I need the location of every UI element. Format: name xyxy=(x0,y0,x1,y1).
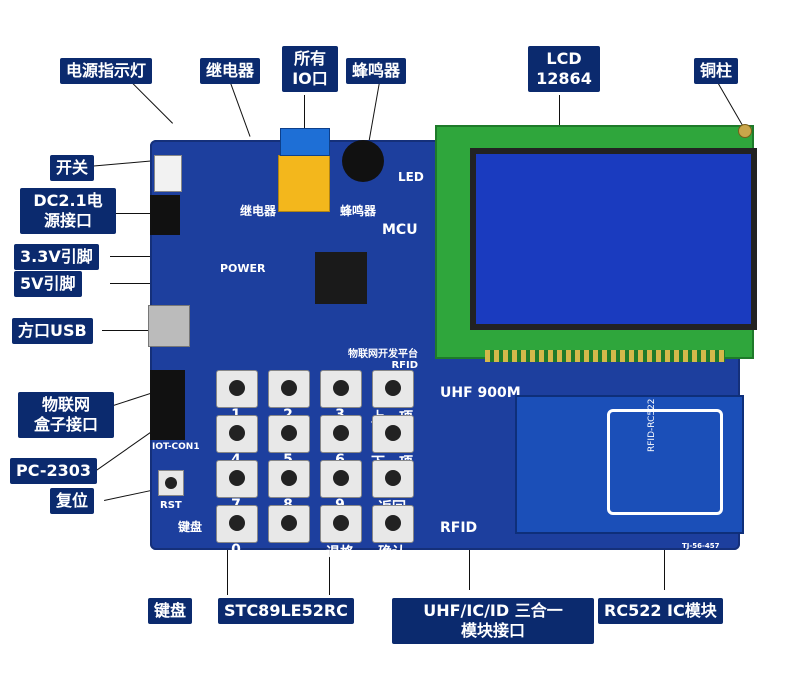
led-silkscreen: LED xyxy=(398,170,424,184)
power-silkscreen: POWER xyxy=(220,262,266,275)
buzzer-silkscreen: 蜂鸣器 xyxy=(340,204,377,218)
leader-line xyxy=(110,256,155,257)
iot-con-silkscreen: IOT-CON1 xyxy=(152,442,200,452)
callout-usb: 方口USB xyxy=(12,318,93,344)
key-button-cap xyxy=(281,515,297,531)
callout-reset: 复位 xyxy=(50,488,95,514)
keypad-key[interactable] xyxy=(268,415,310,453)
callout-relay: 继电器 xyxy=(200,58,261,84)
keypad-key[interactable] xyxy=(372,415,414,453)
key-button-cap xyxy=(385,470,401,486)
keypad-key[interactable] xyxy=(268,460,310,498)
keypad-key-label: . xyxy=(285,542,291,558)
leader-line xyxy=(110,213,155,214)
leader-line xyxy=(88,159,158,167)
iot-connector xyxy=(150,370,185,440)
callout-3v3-pin: 3.3V引脚 xyxy=(14,244,99,270)
rfid-antenna-icon xyxy=(607,409,723,515)
callout-switch: 开关 xyxy=(50,155,95,181)
keypad-key[interactable] xyxy=(372,505,414,543)
callout-buzzer: 蜂鸣器 xyxy=(346,58,407,84)
lcd-pins xyxy=(485,350,725,362)
key-button-cap xyxy=(333,470,349,486)
copper-pillar xyxy=(738,124,752,138)
callout-all-io: 所有 IO口 xyxy=(282,46,338,92)
mcu-silkscreen: MCU xyxy=(382,222,418,238)
leader-line xyxy=(110,283,155,284)
lcd-screen xyxy=(470,148,757,330)
leader-line xyxy=(717,82,743,126)
usb-port xyxy=(148,305,190,347)
callout-5v-pin: 5V引脚 xyxy=(14,271,82,297)
callout-lcd: LCD 12864 xyxy=(528,46,600,92)
key-button-cap xyxy=(229,380,245,396)
keypad-key[interactable] xyxy=(268,370,310,408)
keypad-key[interactable] xyxy=(216,370,258,408)
key-button-cap xyxy=(385,515,401,531)
leader-line xyxy=(229,80,251,137)
keypad-key[interactable] xyxy=(216,415,258,453)
power-switch[interactable] xyxy=(154,155,182,192)
keyboard-silkscreen: 键盘 xyxy=(178,520,203,534)
mcu-chip xyxy=(315,252,367,304)
keypad-key[interactable] xyxy=(216,460,258,498)
terminal-block xyxy=(280,128,330,156)
reset-button[interactable] xyxy=(158,470,184,496)
key-button-cap xyxy=(385,380,401,396)
buzzer-component xyxy=(342,140,384,182)
keypad-key[interactable] xyxy=(216,505,258,543)
callout-power-led: 电源指示灯 xyxy=(60,58,153,84)
rc522-module: RFID-RC522 xyxy=(515,395,744,534)
rst-silkscreen: RST xyxy=(160,500,182,511)
keypad-key[interactable] xyxy=(320,460,362,498)
key-button-cap xyxy=(333,515,349,531)
callout-keyboard: 键盘 xyxy=(148,598,193,624)
key-button-cap xyxy=(333,380,349,396)
keypad-key[interactable] xyxy=(372,370,414,408)
leader-line xyxy=(102,330,152,331)
keypad-key[interactable] xyxy=(320,370,362,408)
keypad-key[interactable] xyxy=(320,415,362,453)
key-button-cap xyxy=(229,425,245,441)
callout-uhf-module: UHF/IC/ID 三合一 模块接口 xyxy=(392,598,594,644)
leader-line xyxy=(368,81,380,142)
key-button-cap xyxy=(281,470,297,486)
uhf-silkscreen: UHF 900M xyxy=(440,385,521,401)
callout-rc522: RC522 IC模块 xyxy=(598,598,723,624)
callout-copper-pillar: 铜柱 xyxy=(694,58,739,84)
dc-jack xyxy=(150,195,180,235)
callout-pc2303: PC-2303 xyxy=(10,458,98,484)
keypad-key-label: 确认 xyxy=(378,545,406,561)
key-button-cap xyxy=(281,425,297,441)
relay-silkscreen: 继电器 xyxy=(240,204,277,218)
keypad-key[interactable] xyxy=(320,505,362,543)
keypad-key[interactable] xyxy=(268,505,310,543)
keypad-key[interactable] xyxy=(372,460,414,498)
board-id: TJ-56-457 xyxy=(682,542,720,550)
keypad-key-label: 0 xyxy=(231,542,241,558)
key-button-cap xyxy=(333,425,349,441)
relay-component xyxy=(278,155,330,212)
key-button-cap xyxy=(385,425,401,441)
key-button-cap xyxy=(229,515,245,531)
rfid-silkscreen: RFID xyxy=(440,520,478,536)
key-button-cap xyxy=(281,380,297,396)
callout-mcu: STC89LE52RC xyxy=(218,598,354,624)
callout-dc-jack: DC2.1电 源接口 xyxy=(20,188,116,234)
platform-silkscreen: 物联网开发平台 RFID xyxy=(348,349,418,371)
keypad-key-label: 退格 xyxy=(326,545,354,561)
key-button-cap xyxy=(229,470,245,486)
rfid-module-silkscreen: RFID-RC522 xyxy=(647,398,657,452)
callout-iot-interface: 物联网 盒子接口 xyxy=(18,392,114,438)
